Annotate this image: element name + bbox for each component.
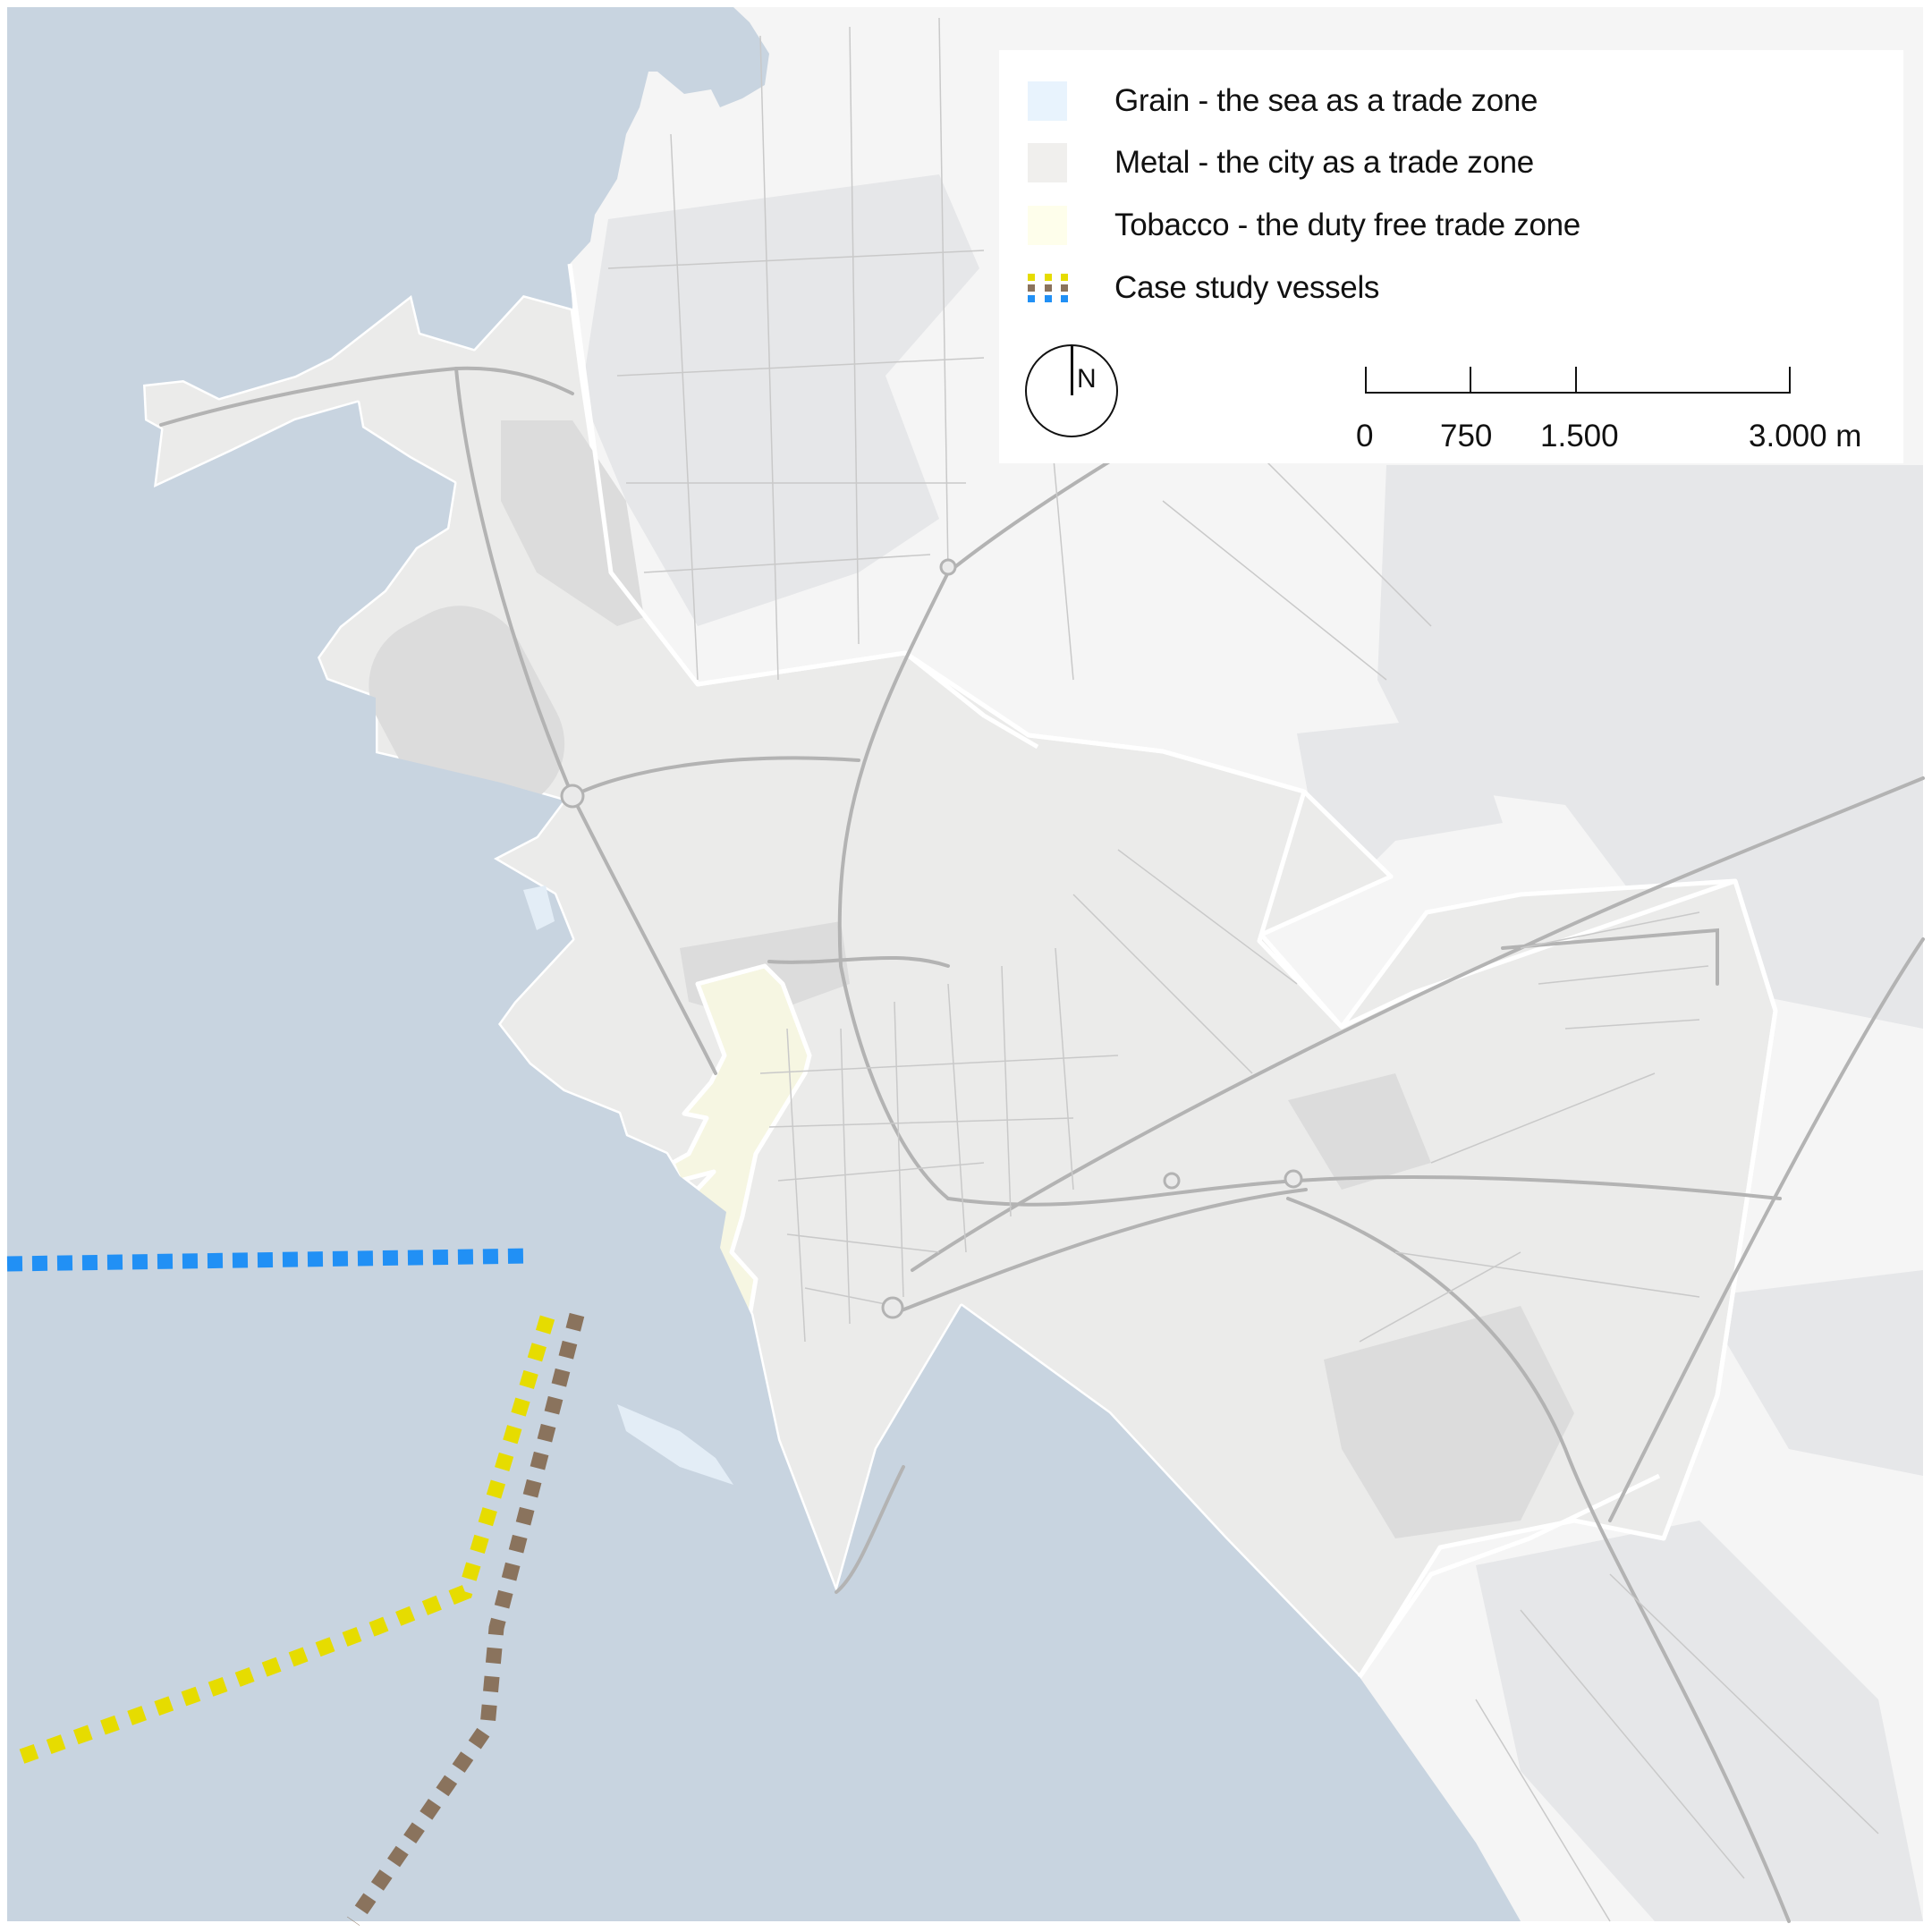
grain-zone	[523, 886, 733, 1485]
legend-label: Case study vessels	[1114, 270, 1380, 305]
legend-item-vessels: Case study vessels	[999, 268, 1903, 308]
scale-tick	[1470, 367, 1471, 394]
scale-tick	[1789, 367, 1791, 394]
tobacco-swatch	[1028, 206, 1067, 245]
vessel-route-yellow	[13, 1315, 555, 1767]
scale-bar	[1365, 365, 1791, 394]
zone-borders	[567, 263, 1778, 1679]
legend-label: Tobacco - the duty free trade zone	[1114, 208, 1580, 242]
scale-tick	[1365, 367, 1367, 394]
scale-label-1500: 1.500	[1540, 419, 1619, 453]
grain-swatch	[1028, 81, 1067, 121]
north-arrow-icon: N	[1025, 344, 1118, 437]
north-label: N	[1077, 364, 1097, 394]
scale-tick	[1575, 367, 1577, 394]
legend-item-metal: Metal - the city as a trade zone	[999, 143, 1903, 182]
north-arrow-stem	[1071, 346, 1073, 395]
scale-label-750: 750	[1440, 419, 1493, 453]
legend-label: Grain - the sea as a trade zone	[1114, 83, 1538, 118]
scale-bar-line	[1365, 392, 1791, 394]
legend-item-grain: Grain - the sea as a trade zone	[999, 81, 1903, 121]
legend-item-tobacco: Tobacco - the duty free trade zone	[999, 206, 1903, 245]
roundabouts	[560, 558, 1303, 1319]
legend-panel: Grain - the sea as a trade zone Metal - …	[999, 50, 1903, 463]
scale-label-0: 0	[1356, 419, 1374, 453]
sea	[7, 7, 1521, 1921]
legend-label: Metal - the city as a trade zone	[1114, 145, 1534, 180]
scale-label-3000: 3.000 m	[1749, 419, 1862, 453]
metal-swatch	[1028, 143, 1067, 182]
minor-roads	[607, 17, 1879, 1922]
vessel-route-blue	[6, 1248, 533, 1272]
roads	[159, 366, 1925, 1923]
vessel-routes-icon	[1028, 274, 1069, 304]
vessel-route-brown	[346, 1312, 585, 1926]
